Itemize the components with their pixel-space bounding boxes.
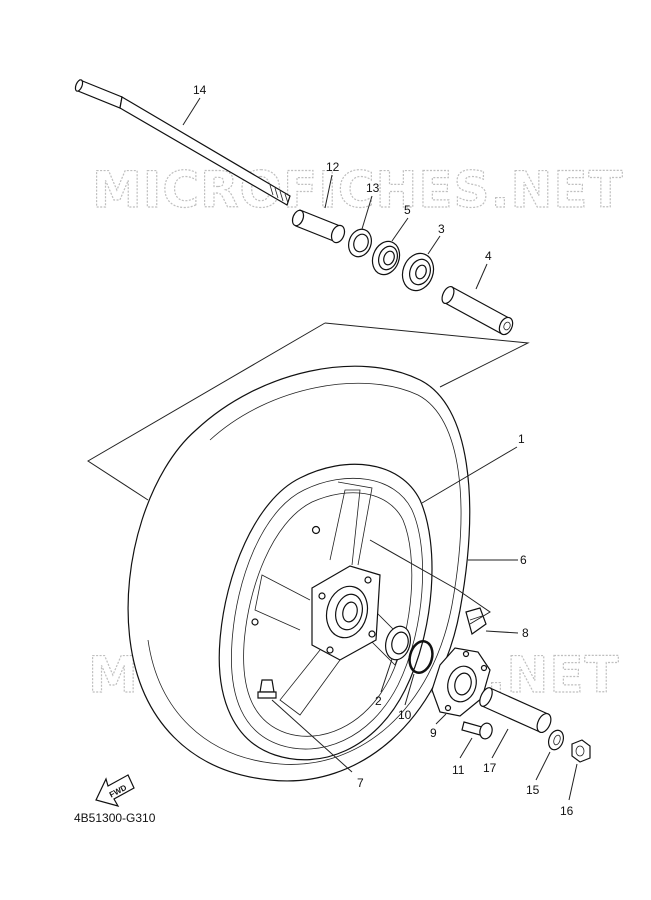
callout-12: 12 [326, 160, 340, 174]
collar-17 [479, 687, 552, 734]
oil-seal [348, 228, 372, 258]
washer [547, 729, 565, 751]
front-axle [74, 79, 291, 206]
callout-10: 10 [398, 708, 412, 722]
collar [291, 209, 346, 244]
callout-9: 9 [430, 726, 437, 740]
bearing-2 [385, 625, 411, 661]
bearing-5 [371, 240, 401, 276]
sensor-clip [465, 607, 487, 635]
spacer-4 [441, 285, 514, 336]
callout-3: 3 [438, 222, 445, 236]
o-ring [408, 640, 434, 674]
callout-5: 5 [404, 203, 411, 217]
callout-1: 1 [518, 432, 525, 446]
bolt [461, 721, 493, 740]
callout-11: 11 [452, 763, 465, 777]
callout-13: 13 [366, 181, 380, 195]
guide-line-upper [324, 322, 530, 388]
callout-14: 14 [193, 83, 207, 97]
callout-17: 17 [483, 761, 497, 775]
bearing-3 [401, 252, 435, 292]
axle-nut [571, 739, 591, 763]
callout-4: 4 [485, 249, 492, 263]
watermark-top: MICROFICHES.NET [92, 161, 624, 219]
diagram-code: 4B51300-G310 [74, 811, 156, 825]
fwd-arrow: FWD [95, 774, 135, 807]
tire-valve [257, 679, 277, 699]
callout-2: 2 [375, 694, 382, 708]
callout-numbers: 14 12 13 5 3 4 1 6 8 2 10 9 11 17 15 16 … [193, 83, 574, 818]
callout-16: 16 [560, 804, 574, 818]
callout-15: 15 [526, 783, 540, 797]
sensor-rotor [431, 647, 491, 717]
guide-line-left [87, 322, 326, 501]
callout-8: 8 [522, 626, 529, 640]
callout-7: 7 [357, 776, 364, 790]
leader-lines [182, 97, 578, 801]
callout-6: 6 [520, 553, 527, 567]
